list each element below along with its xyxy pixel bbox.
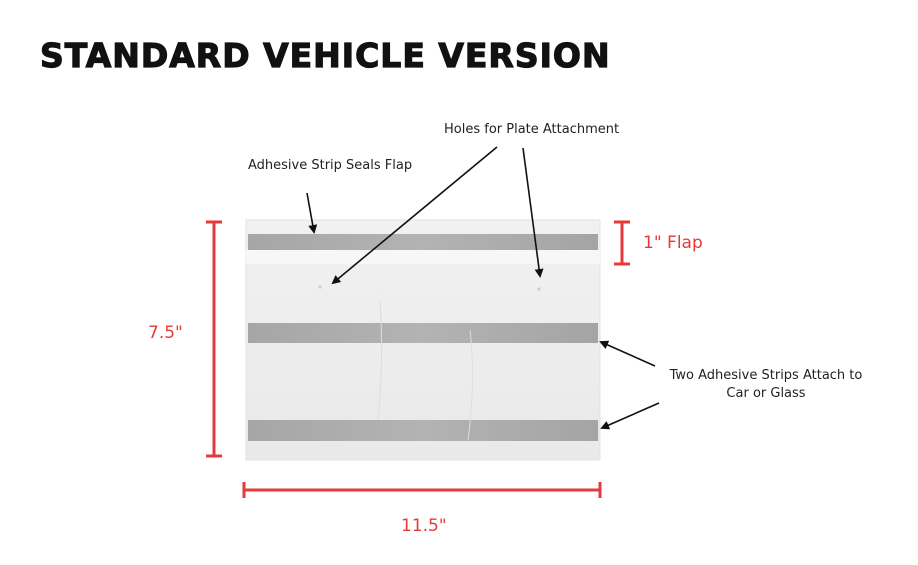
mounting-strips-callout-label: Two Adhesive Strips Attach to Car or Gla… [660, 368, 872, 401]
plate-hole-right [537, 287, 541, 291]
wrinkle [377, 299, 383, 421]
flap-dimension-label: 1" Flap [643, 233, 703, 253]
hole-left-arrow [331, 146, 498, 285]
hole-right-arrow [522, 147, 544, 278]
mounting-strips-callout-line-2: Car or Glass [726, 386, 806, 401]
height-dimension-line [206, 220, 222, 458]
plate-hole-left [318, 285, 322, 289]
lower-mounting-strip [248, 420, 598, 441]
flap-strip-arrow [306, 192, 318, 234]
upper-strip-arrow [599, 340, 656, 367]
flap-fold [246, 250, 600, 264]
height-dimension-label: 7.5" [148, 323, 183, 343]
flap-dimension-line [614, 220, 630, 266]
wrinkle [467, 329, 474, 441]
holes-callout-label: Holes for Plate Attachment [444, 122, 620, 137]
flap-adhesive-strip [248, 234, 598, 250]
mounting-strips-callout-line-1: Two Adhesive Strips Attach to [669, 368, 863, 383]
width-dimension-line [242, 482, 602, 498]
width-dimension-label: 11.5" [401, 516, 447, 536]
plastic-sleeve [245, 219, 601, 461]
page-title: STANDARD VEHICLE VERSION [39, 35, 611, 75]
lower-strip-arrow [600, 402, 660, 430]
upper-mounting-strip [248, 323, 598, 343]
flap-strip-callout-label: Adhesive Strip Seals Flap [248, 158, 413, 173]
